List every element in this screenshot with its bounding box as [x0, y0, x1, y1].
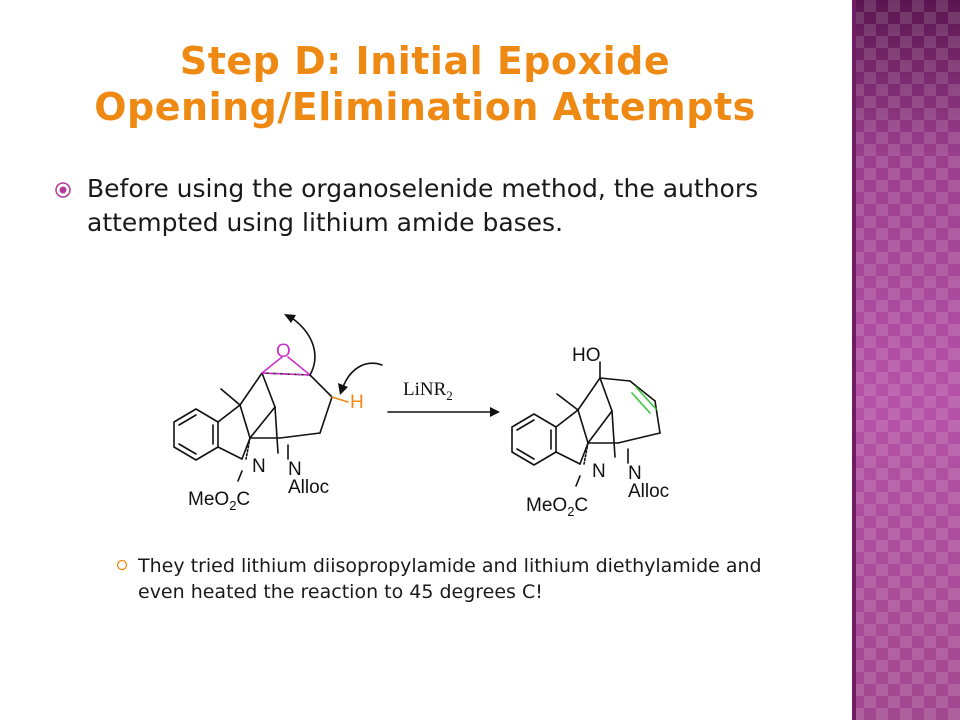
- product-indoline-n: N: [592, 461, 606, 482]
- reactant-structure: [173, 314, 383, 482]
- product-amine-n: N: [628, 463, 642, 484]
- reactant-indoline-n: N: [252, 456, 266, 477]
- epoxide-oxygen-label: O: [276, 341, 291, 362]
- title-line-2: Opening/Elimination Attempts: [94, 85, 756, 129]
- sidebar-edge: [852, 0, 856, 720]
- bullet-2-text: They tried lithium diisopropylamide and …: [138, 555, 762, 603]
- hydroxyl-label: HO: [572, 345, 601, 366]
- reaction-scheme: O H N N Alloc MeO2C LiNR2 HO N N Alloc M…: [173, 314, 669, 519]
- circle-bullet-icon: [55, 182, 71, 198]
- reagent-label: LiNR2: [403, 379, 453, 403]
- product-alloc-label: Alloc: [628, 481, 669, 502]
- reaction-arrow: [387, 407, 500, 417]
- title-line-1: Step D: Initial Epoxide: [179, 39, 671, 83]
- product-carbamate-label: MeO2C: [526, 495, 588, 519]
- hydrogen-label: H: [350, 392, 364, 413]
- reactant-alloc-label: Alloc: [288, 477, 329, 498]
- bullet-1-text: Before using the organoselenide method, …: [87, 174, 759, 237]
- slide-title: Step D: Initial Epoxide Opening/Eliminat…: [40, 38, 810, 130]
- reactant-carbamate-label: MeO2C: [188, 489, 250, 513]
- decorative-sidebar: [852, 0, 960, 720]
- reactant-amine-n: N: [288, 459, 302, 480]
- product-structure: [511, 361, 661, 487]
- hollow-circle-bullet-icon: [116, 559, 128, 571]
